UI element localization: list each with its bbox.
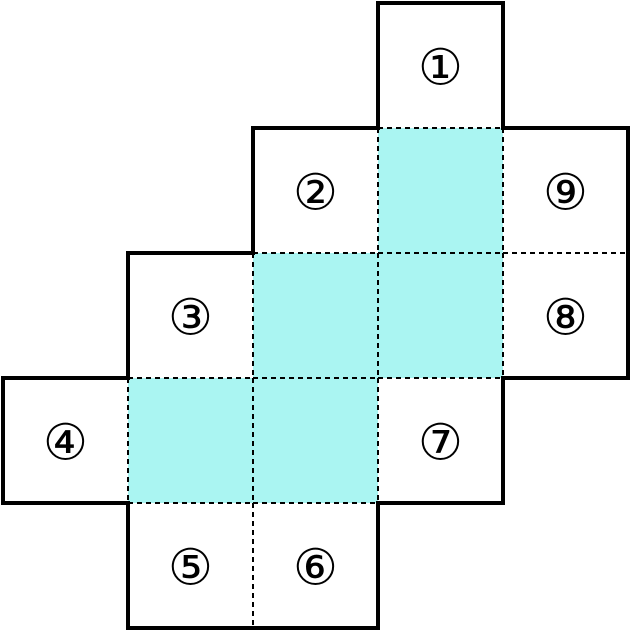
outer-border [1,1,630,630]
cell-label: ④ [43,414,88,472]
shaded-cells [128,128,503,503]
cell-label: ⑨ [543,164,588,222]
shaded-cell [253,378,378,503]
shaded-cell [253,253,378,378]
cell-label: ⑦ [418,414,463,472]
cell-label: ② [293,164,338,222]
shaded-cell [378,128,503,253]
cell-label: ⑧ [543,289,588,347]
inner-dashed-lines [127,127,628,628]
cell-label: ⑤ [168,539,213,597]
cell-label: ③ [168,289,213,347]
shaded-cell [378,253,503,378]
cell-label: ① [418,39,463,97]
cell-labels: ① ② ⑨ ③ ⑧ ④ ⑦ ⑤ ⑥ [43,39,588,597]
shaded-cell [128,378,253,503]
cell-label: ⑥ [293,539,338,597]
